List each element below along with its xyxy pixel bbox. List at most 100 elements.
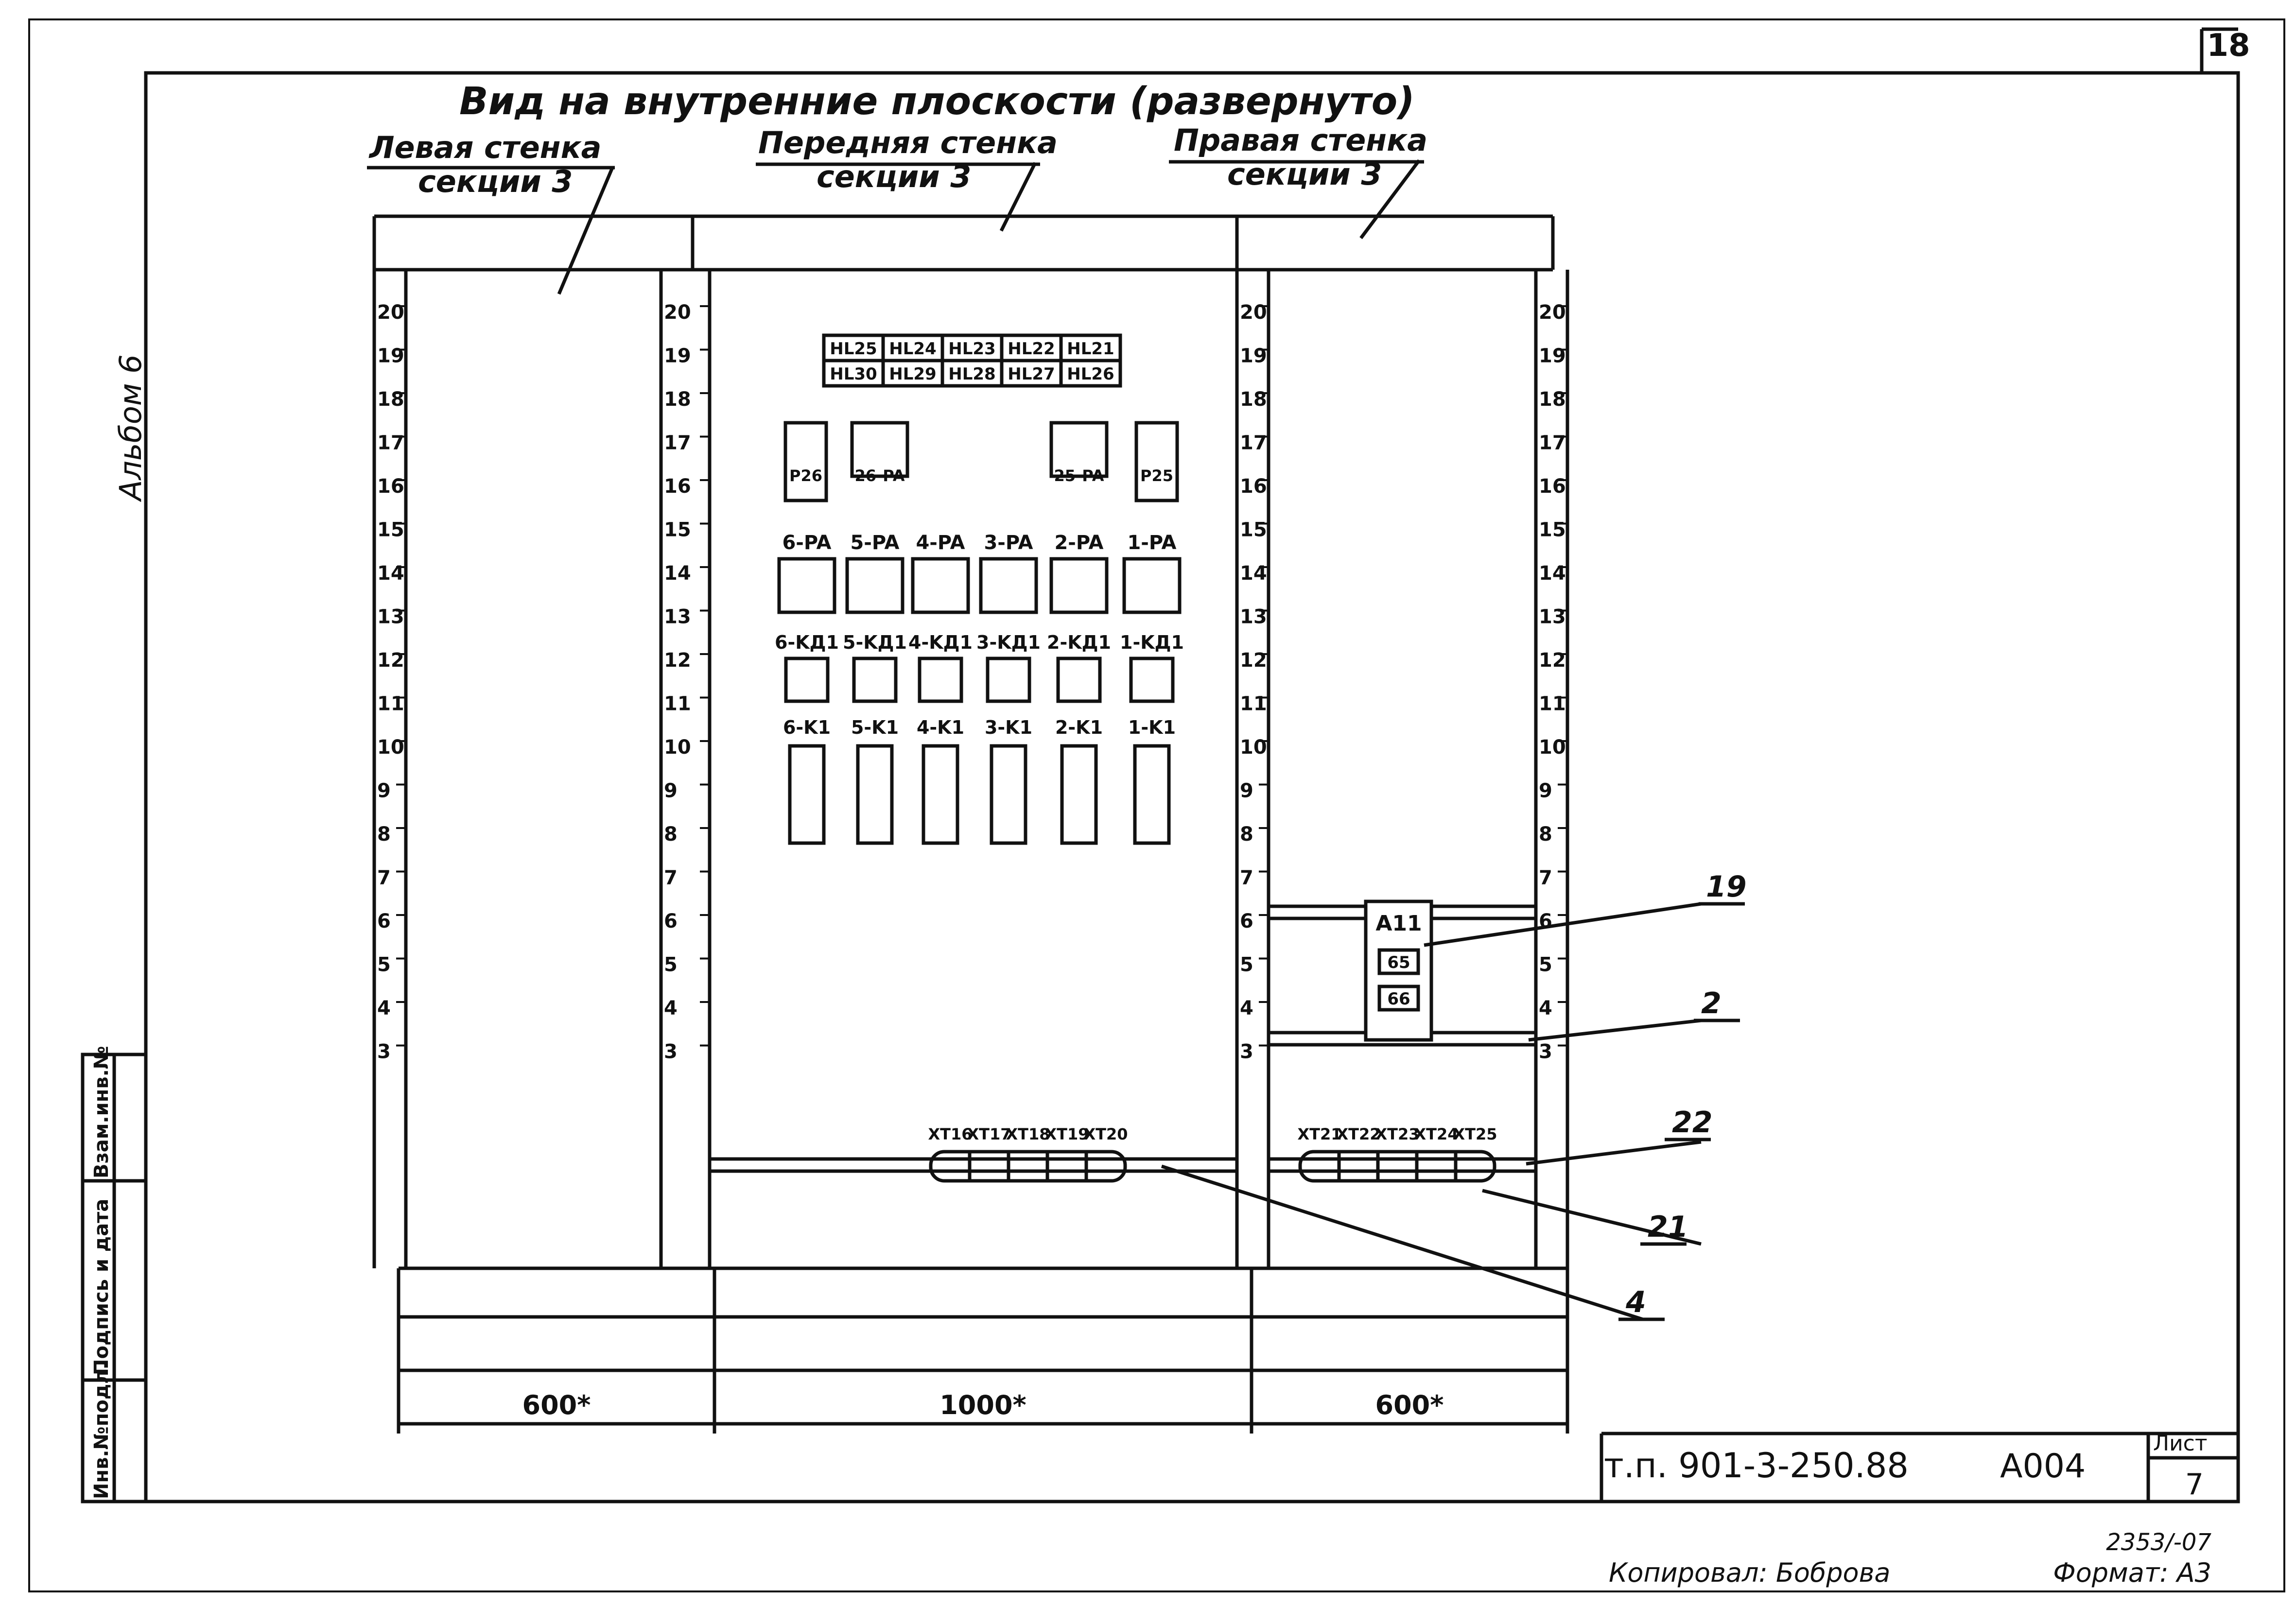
drawing-code: А004 [2000,1447,2086,1486]
pa-ammeter-box [845,557,904,614]
scale-mark: 17 [1539,432,1566,454]
scale-mark: 7 [1539,867,1552,889]
k-relay-box [990,744,1027,845]
hl-lamp-cell [1059,359,1122,388]
scale-mark: 8 [664,823,678,846]
callout-number: 2 [1701,986,1722,1020]
inner-frame [144,71,2240,1503]
scale-mark: 6 [377,910,391,933]
dimension-lines: 600*1000*600* [397,1370,1569,1434]
kd-label: 3-KД1 [976,632,1041,653]
scale-mark: 16 [1539,475,1566,498]
scale-mark: 6 [664,910,678,933]
hl-lamp-label: HL22 [1008,339,1055,359]
pa-ammeter-box [911,557,970,614]
dimension-value: 1000* [939,1390,1026,1420]
scale-mark: 11 [377,693,404,715]
scale-mark: 18 [1539,388,1566,411]
wall-left-leader [557,167,614,295]
right-terminal-label: XT23 [1375,1125,1419,1143]
scale-mark: 20 [664,301,691,324]
scale-mark: 13 [664,606,691,628]
page-number: 18 [2207,28,2250,64]
scale-mark: 12 [377,649,404,672]
wall-left-line1: Левая стенка [368,130,602,165]
scale-mark: 4 [1240,997,1253,1019]
album-label: Альбом 6 [113,354,148,502]
scale-mark: 14 [1539,562,1566,585]
scale-mark: 9 [377,780,391,802]
scale-mark: 13 [1539,606,1566,628]
scale-mark: 20 [1539,301,1566,324]
right-terminal-label: XT24 [1414,1125,1458,1143]
right-terminal-label: XT21 [1297,1125,1341,1143]
front-terminal-label: XT19 [1044,1125,1089,1143]
hl-lamp-label: HL29 [889,364,936,384]
scale-mark: 4 [377,997,391,1019]
scale-mark: 5 [1539,954,1552,976]
pa-ammeter-box [777,557,836,614]
dimension-value: 600* [1375,1390,1444,1420]
pa-ammeter-box [1049,557,1109,614]
stamp-label: Подпись и дата [90,1199,113,1375]
scale-mark: 17 [664,432,691,454]
kd-relay-box [986,657,1031,703]
k-label: 6-K1 [783,717,831,738]
drawing-frame [28,18,2285,1592]
k-label: 2-K1 [1055,717,1103,738]
wall-right-line1: Правая стенка [1174,122,1427,158]
kd-relay-box [852,657,898,703]
outer-border [28,18,2285,1592]
scale-mark: 15 [664,519,691,541]
k-label: 4-K1 [917,717,964,738]
scale-mark: 10 [1240,736,1267,759]
scale-mark: 16 [377,475,404,498]
scale-mark: 17 [1240,432,1267,454]
hl-lamp-label: HL28 [948,364,995,384]
scale-mark: 15 [377,519,404,541]
indicator-box [1049,421,1109,478]
device-a11-item-label: 66 [1387,989,1410,1009]
kd-relay-box [1129,657,1175,703]
hl-lamp-label: HL27 [1008,364,1055,384]
scale-mark: 3 [1539,1041,1552,1063]
k-label: 3-K1 [985,717,1032,738]
wall-left-line2: секции 3 [418,164,573,199]
hl-lamp-label: HL26 [1067,364,1114,384]
device-a11-box [1364,899,1433,1042]
scale-mark: 13 [1240,606,1267,628]
kd-label: 1-KД1 [1120,632,1184,653]
scale-mark: 12 [1539,649,1566,672]
scale-mark: 11 [1539,693,1566,715]
pa-label: 3-PA [984,532,1033,554]
scale-mark: 10 [664,736,691,759]
wall-right-leader [1359,159,1421,240]
pa-label: 1-PA [1127,532,1176,554]
scale-mark: 16 [664,475,691,498]
indicator-label: P26 [789,467,822,485]
indicator-label: 26-PA [854,467,904,485]
scale-mark: 15 [1539,519,1566,541]
k-label: 5-K1 [851,717,899,738]
scale-mark: 19 [664,345,691,367]
kd-relay-box [1056,657,1102,703]
pa-ammeter-box [979,557,1038,614]
callout-leader [1526,1140,1702,1166]
kd-label: 4-KД1 [908,632,973,653]
callout-leader [1528,1019,1702,1042]
front-terminal-label: XT16 [928,1125,972,1143]
scale-mark: 9 [1240,780,1253,802]
scale-mark: 19 [1240,345,1267,367]
pa-label: 5-PA [850,532,899,554]
k-relay-box [856,744,894,845]
scale-mark: 3 [377,1041,391,1063]
callout-number: 22 [1672,1106,1713,1140]
scale-mark: 11 [664,693,691,715]
indicator-box [850,421,909,478]
k-relay-box [922,744,959,845]
scale-mark: 3 [664,1041,678,1063]
front-terminal-label: XT18 [1006,1125,1050,1143]
scale-mark: 9 [664,780,678,802]
wall-front-leader [999,162,1037,232]
wall-front-line1: Передняя стенка [758,125,1058,160]
